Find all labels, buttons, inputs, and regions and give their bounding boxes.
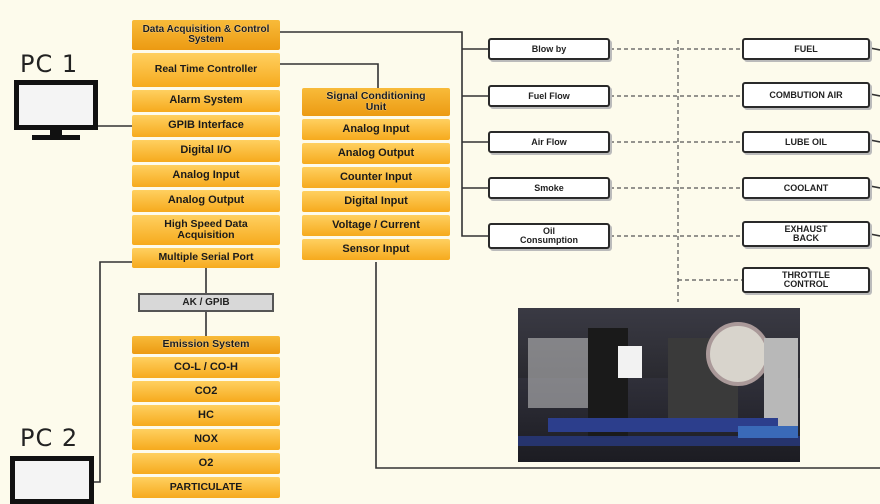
scu-item-voltage-current: Voltage / Current bbox=[302, 215, 450, 236]
emission-item-nox: NOX bbox=[132, 429, 280, 450]
scu-item-analog-output: Analog Output bbox=[302, 143, 450, 164]
daq-item-analog-input: Analog Input bbox=[132, 165, 280, 187]
daq-item-high-speed-daq: High Speed Data Acquisition bbox=[132, 215, 280, 245]
emission-item-hc: HC bbox=[132, 405, 280, 426]
sensor-air-flow: Air Flow bbox=[488, 131, 610, 153]
daq-item-multiple-serial-port: Multiple Serial Port bbox=[132, 248, 280, 268]
scu-item-digital-input: Digital Input bbox=[302, 191, 450, 212]
sensor-oil-consumption: Oil Consumption bbox=[488, 223, 610, 249]
scu-item-counter-input: Counter Input bbox=[302, 167, 450, 188]
system-fuel: FUEL bbox=[742, 38, 870, 60]
scu-item-analog-input: Analog Input bbox=[302, 119, 450, 140]
daq-item-analog-output: Analog Output bbox=[132, 190, 280, 212]
scu-item-sensor-input: Sensor Input bbox=[302, 239, 450, 260]
signal-conditioning-column: Signal Conditioning Unit Analog Input An… bbox=[302, 88, 450, 264]
sensor-blow-by: Blow by bbox=[488, 38, 610, 60]
daq-title: Data Acquisition & Control System bbox=[132, 20, 280, 50]
emission-system-column: Emission System CO-L / CO-H CO2 HC NOX O… bbox=[132, 336, 280, 500]
emission-item-co2: CO2 bbox=[132, 381, 280, 402]
emission-item-o2: O2 bbox=[132, 453, 280, 474]
emission-item-co: CO-L / CO-H bbox=[132, 357, 280, 378]
emission-title: Emission System bbox=[132, 336, 280, 354]
pc1-monitor-icon bbox=[14, 80, 98, 142]
sensor-smoke: Smoke bbox=[488, 177, 610, 199]
pc1-label: PC 1 bbox=[20, 50, 79, 78]
daq-system-column: Data Acquisition & Control System Real T… bbox=[132, 20, 280, 268]
system-combution-air: COMBUTION AIR bbox=[742, 82, 870, 108]
pc2-monitor-icon bbox=[10, 456, 94, 504]
system-lube-oil: LUBE OIL bbox=[742, 131, 870, 153]
system-coolant: COOLANT bbox=[742, 177, 870, 199]
daq-item-digital-io: Digital I/O bbox=[132, 140, 280, 162]
emission-item-particulate: PARTICULATE bbox=[132, 477, 280, 498]
sensor-fuel-flow: Fuel Flow bbox=[488, 85, 610, 107]
ak-gpib-box: AK / GPIB bbox=[138, 293, 274, 312]
daq-item-alarm-system: Alarm System bbox=[132, 90, 280, 112]
scu-title: Signal Conditioning Unit bbox=[302, 88, 450, 116]
pc2-label: PC 2 bbox=[20, 424, 79, 452]
system-throttle-control: THROTTLE CONTROL bbox=[742, 267, 870, 293]
daq-item-gpib-interface: GPIB Interface bbox=[132, 115, 280, 137]
system-exhaust-back: EXHAUST BACK bbox=[742, 221, 870, 247]
engine-test-bench-photo bbox=[518, 308, 800, 462]
daq-item-real-time-controller: Real Time Controller bbox=[132, 53, 280, 87]
